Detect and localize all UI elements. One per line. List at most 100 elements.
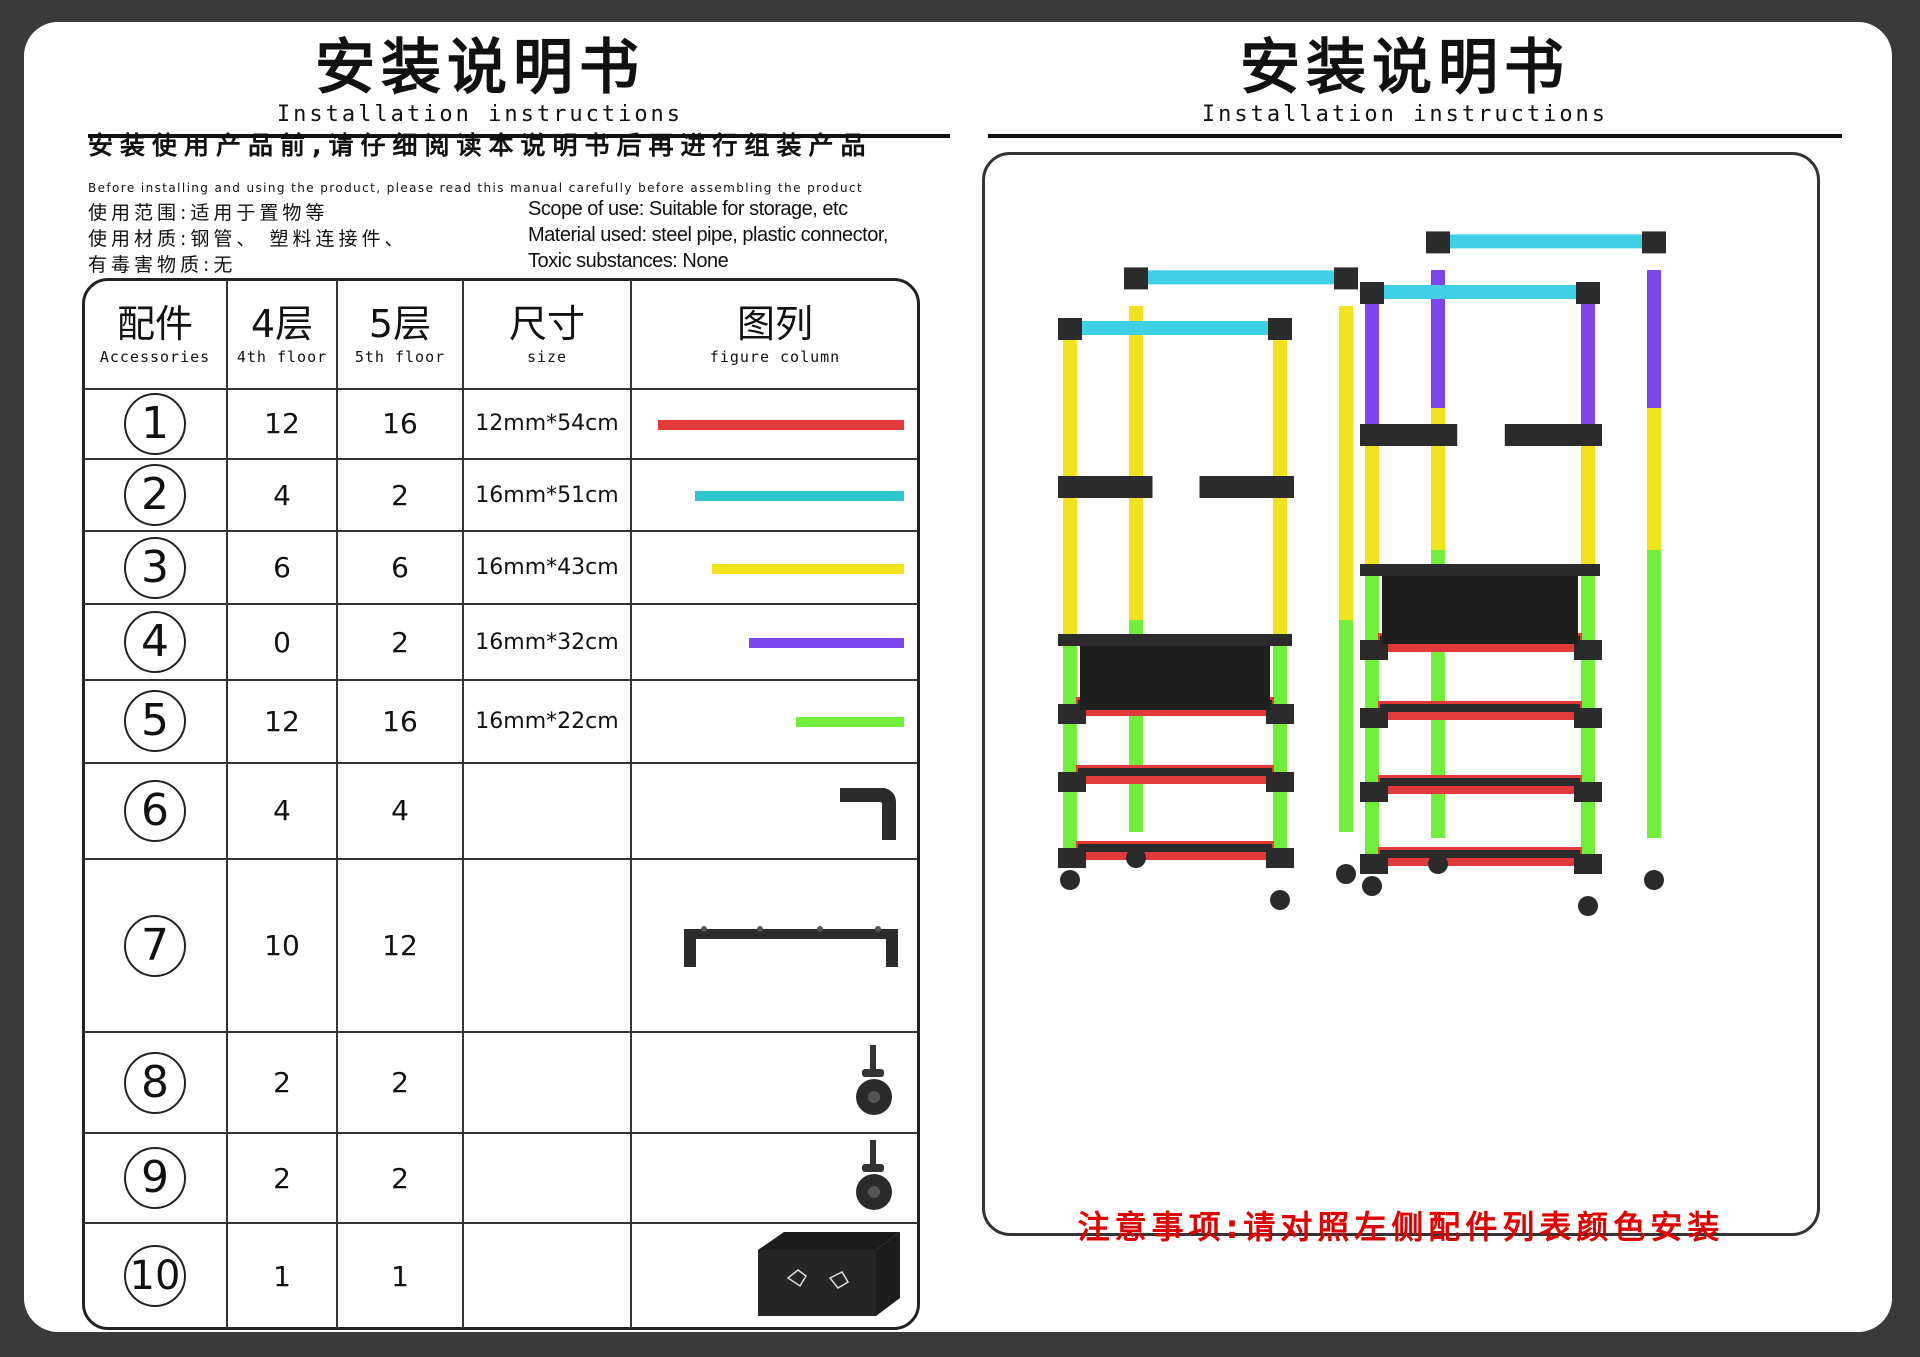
hanger-connector [1360, 424, 1458, 446]
part-figure [630, 530, 918, 605]
hanger-connector-icon [680, 919, 904, 973]
part-number: 9 [124, 1147, 186, 1210]
qty-5th-floor: 16 [336, 387, 464, 461]
part-number-cell: 9 [84, 1131, 228, 1225]
elbow-connector [1124, 267, 1148, 290]
caster-wheel-icon [1362, 876, 1382, 896]
part-number-cell: 6 [84, 761, 228, 861]
part-number-cell: 2 [84, 457, 228, 533]
part-number-cell: 7 [84, 858, 228, 1034]
left-title-rule [88, 134, 950, 138]
info-en: Scope of use: Suitable for storage, etc … [528, 196, 888, 274]
info-toxic-en: Toxic substances: None [528, 250, 729, 272]
part-size: 16mm*51cm [462, 457, 632, 533]
part-figure [630, 1222, 918, 1328]
header-5th-floor-zh: 5层 [368, 302, 432, 346]
storage-box [1382, 572, 1578, 644]
caster-wheel-icon [1428, 854, 1448, 874]
caster-wheel-icon [1578, 896, 1598, 916]
header-4th-floor-en: 4th floor [236, 347, 328, 366]
hanger-connector [1504, 424, 1602, 446]
header-size-en: size [526, 347, 568, 366]
shelf-frame [1078, 844, 1272, 852]
qty-4th-floor: 6 [226, 530, 338, 605]
box-frame [1058, 634, 1292, 646]
qty-4th-floor: 2 [226, 1031, 338, 1134]
right-title-en: Installation instructions [1201, 102, 1609, 127]
info-scope-zh: 使用范围:适用于置物等 [88, 202, 329, 224]
part-size: 16mm*43cm [462, 530, 632, 605]
part-number: 7 [124, 914, 186, 977]
part-figure [630, 602, 918, 682]
part-number: 3 [124, 536, 186, 599]
part-size: 12mm*54cm [462, 387, 632, 461]
part-size: 16mm*22cm [462, 679, 632, 764]
assembly-illustration-frame [982, 152, 1820, 1236]
hanger-connector [1058, 476, 1153, 498]
header-accessories-zh: 配件 [116, 302, 193, 346]
shelf-frame [1380, 850, 1580, 858]
qty-4th-floor: 4 [226, 457, 338, 533]
shelf-frame [1380, 778, 1580, 786]
part-figure [630, 1131, 918, 1225]
header-accessories-en: Accessories [99, 347, 211, 366]
hanger-connector [1199, 476, 1294, 498]
qty-5th-floor: 2 [336, 602, 464, 682]
header-figure-zh: 图列 [736, 302, 813, 346]
qty-4th-floor: 1 [226, 1222, 338, 1328]
info-scope-en: Scope of use: Suitable for storage, etc [528, 198, 848, 220]
box-frame [1360, 564, 1600, 576]
pipe-color-swatch [712, 563, 904, 574]
elbow-connector [1360, 282, 1384, 304]
part-size [462, 1031, 632, 1134]
header-4th-floor-zh: 4层 [250, 302, 314, 346]
qty-5th-floor: 2 [336, 457, 464, 533]
shelf-connector [1058, 772, 1086, 792]
caster-wheel-icon [1126, 848, 1146, 868]
header-size-zh: 尺寸 [508, 302, 585, 346]
part-size [462, 761, 632, 861]
shelf-connector [1058, 704, 1086, 724]
elbow-connector [1268, 318, 1292, 340]
part-number-cell: 3 [84, 530, 228, 605]
part-number: 4 [124, 611, 186, 674]
info-zh: 使用范围:适用于置物等 使用材质:钢管、 塑料连接件、 有毒害物质:无 [88, 200, 407, 278]
left-title-en: Installation instructions [276, 102, 684, 127]
qty-4th-floor: 4 [226, 761, 338, 861]
shelf-connector [1360, 640, 1388, 660]
elbow-connector [1576, 282, 1600, 304]
caster-wheel-icon [1060, 870, 1080, 890]
shelf-frame [1078, 768, 1272, 776]
qty-4th-floor: 12 [226, 679, 338, 764]
notice-zh: 安装使用产品前,请仔细阅读本说明书后再进行组装产品 [88, 131, 873, 160]
part-figure [630, 761, 918, 861]
shelf-connector [1574, 854, 1602, 874]
shelf-connector [1266, 848, 1294, 868]
part-number-cell: 4 [84, 602, 228, 682]
info-toxic-zh: 有毒害物质:无 [88, 254, 237, 276]
caster-wheel-icon [1336, 864, 1356, 884]
pipe-color-swatch [795, 717, 904, 728]
caster-wheel-icon [1644, 870, 1664, 890]
elbow-connector [1426, 231, 1450, 254]
qty-5th-floor: 1 [336, 1222, 464, 1328]
caster-wheel-icon [1270, 890, 1290, 910]
shelf-connector [1266, 704, 1294, 724]
right-title-rule [988, 134, 1842, 138]
shelf-frame [1380, 704, 1580, 712]
qty-5th-floor: 12 [336, 858, 464, 1034]
part-number-cell: 5 [84, 679, 228, 764]
part-number-cell: 1 [84, 387, 228, 461]
part-number: 5 [124, 690, 186, 753]
